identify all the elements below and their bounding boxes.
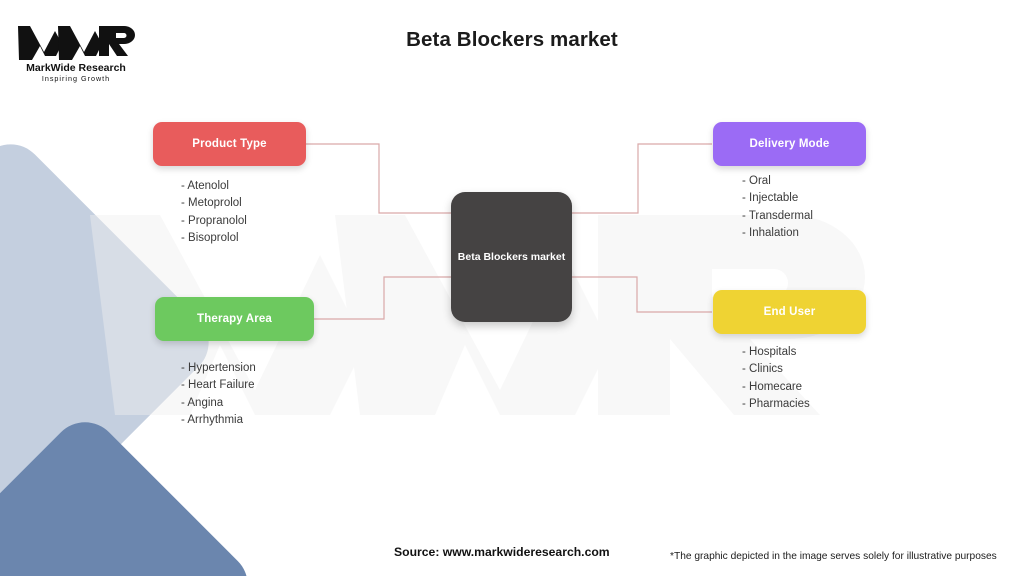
logo-tagline: Inspiring Growth bbox=[42, 74, 110, 83]
markwide-research-logo: MarkWide Research Inspiring Growth bbox=[18, 26, 135, 83]
list-item: - Inhalation bbox=[742, 227, 799, 240]
list-delivery-mode: - Oral - Injectable - Transdermal - Inha… bbox=[742, 173, 813, 243]
center-node-label: Beta Blockers market bbox=[457, 251, 566, 263]
node-product-type[interactable]: Product Type bbox=[153, 122, 306, 166]
node-product-type-label: Product Type bbox=[192, 138, 267, 150]
list-item: - Clinics bbox=[742, 363, 783, 376]
list-item: - Oral bbox=[742, 175, 771, 187]
list-item: - Atenolol bbox=[181, 180, 229, 192]
list-item: - Heart Failure bbox=[181, 379, 255, 392]
list-end-user: - Hospitals - Clinics - Homecare - Pharm… bbox=[742, 344, 810, 414]
list-item: - Arrhythmia bbox=[181, 414, 243, 427]
list-item: - Hospitals bbox=[742, 346, 797, 358]
list-item: - Metoprolol bbox=[181, 197, 242, 210]
list-therapy-area: - Hypertension - Heart Failure - Angina … bbox=[181, 360, 256, 430]
node-therapy-area[interactable]: Therapy Area bbox=[155, 297, 314, 341]
list-item: - Bisoprolol bbox=[181, 232, 239, 245]
page-title: Beta Blockers market bbox=[406, 28, 618, 51]
list-item: - Angina bbox=[181, 396, 224, 409]
list-item: - Propranolol bbox=[181, 214, 247, 227]
list-item: - Transdermal bbox=[742, 209, 813, 222]
disclaimer-note: *The graphic depicted in the image serve… bbox=[670, 551, 997, 562]
logo-company-name: MarkWide Research bbox=[26, 62, 126, 74]
source-attribution: Source: www.markwideresearch.com bbox=[394, 545, 610, 559]
node-end-user[interactable]: End User bbox=[713, 290, 866, 334]
node-therapy-area-label: Therapy Area bbox=[197, 313, 272, 325]
list-product-type: - Atenolol - Metoprolol - Propranolol - … bbox=[181, 178, 247, 248]
center-node[interactable]: Beta Blockers market bbox=[451, 192, 572, 322]
connector-therapy-area bbox=[314, 276, 452, 320]
node-delivery-mode[interactable]: Delivery Mode bbox=[713, 122, 866, 166]
node-end-user-label: End User bbox=[763, 306, 816, 318]
list-item: - Injectable bbox=[742, 192, 799, 205]
node-delivery-mode-label: Delivery Mode bbox=[749, 138, 830, 150]
connector-product-type bbox=[306, 143, 452, 214]
connector-end-user bbox=[572, 276, 712, 313]
list-item: - Homecare bbox=[742, 380, 803, 393]
list-item: - Pharmacies bbox=[742, 398, 810, 411]
connector-delivery-mode bbox=[572, 143, 712, 214]
list-item: - Hypertension bbox=[181, 362, 256, 374]
